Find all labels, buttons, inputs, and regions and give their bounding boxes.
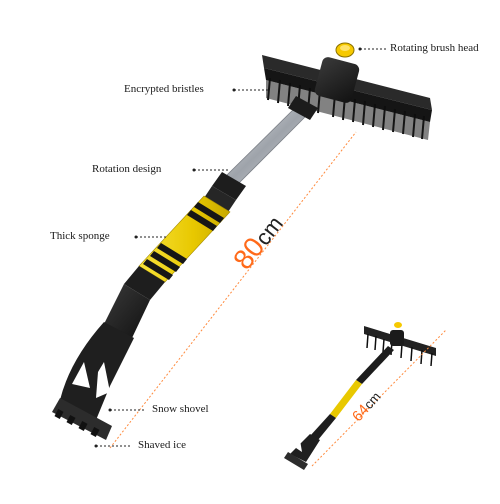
label-rotation-design: Rotation design <box>92 163 162 175</box>
metal-tube <box>225 102 313 185</box>
label-rotating-brush-head: Rotating brush head <box>390 42 479 54</box>
small-snow-brush <box>284 322 436 470</box>
scraper-teeth <box>54 409 100 437</box>
rotation-button-icon <box>335 42 355 58</box>
large-snow-brush <box>52 42 432 440</box>
leader-lines <box>96 48 386 447</box>
ice-scraper <box>52 322 134 440</box>
brush-head <box>262 42 432 140</box>
length-dimension-line <box>109 131 357 449</box>
label-encrypted-bristles: Encrypted bristles <box>124 83 204 95</box>
label-thick-sponge: Thick sponge <box>50 230 110 242</box>
thick-sponge-grip <box>138 195 231 283</box>
label-snow-shovel: Snow shovel <box>152 403 209 415</box>
rotation-collar <box>212 172 246 200</box>
label-shaved-ice: Shaved ice <box>138 439 186 451</box>
